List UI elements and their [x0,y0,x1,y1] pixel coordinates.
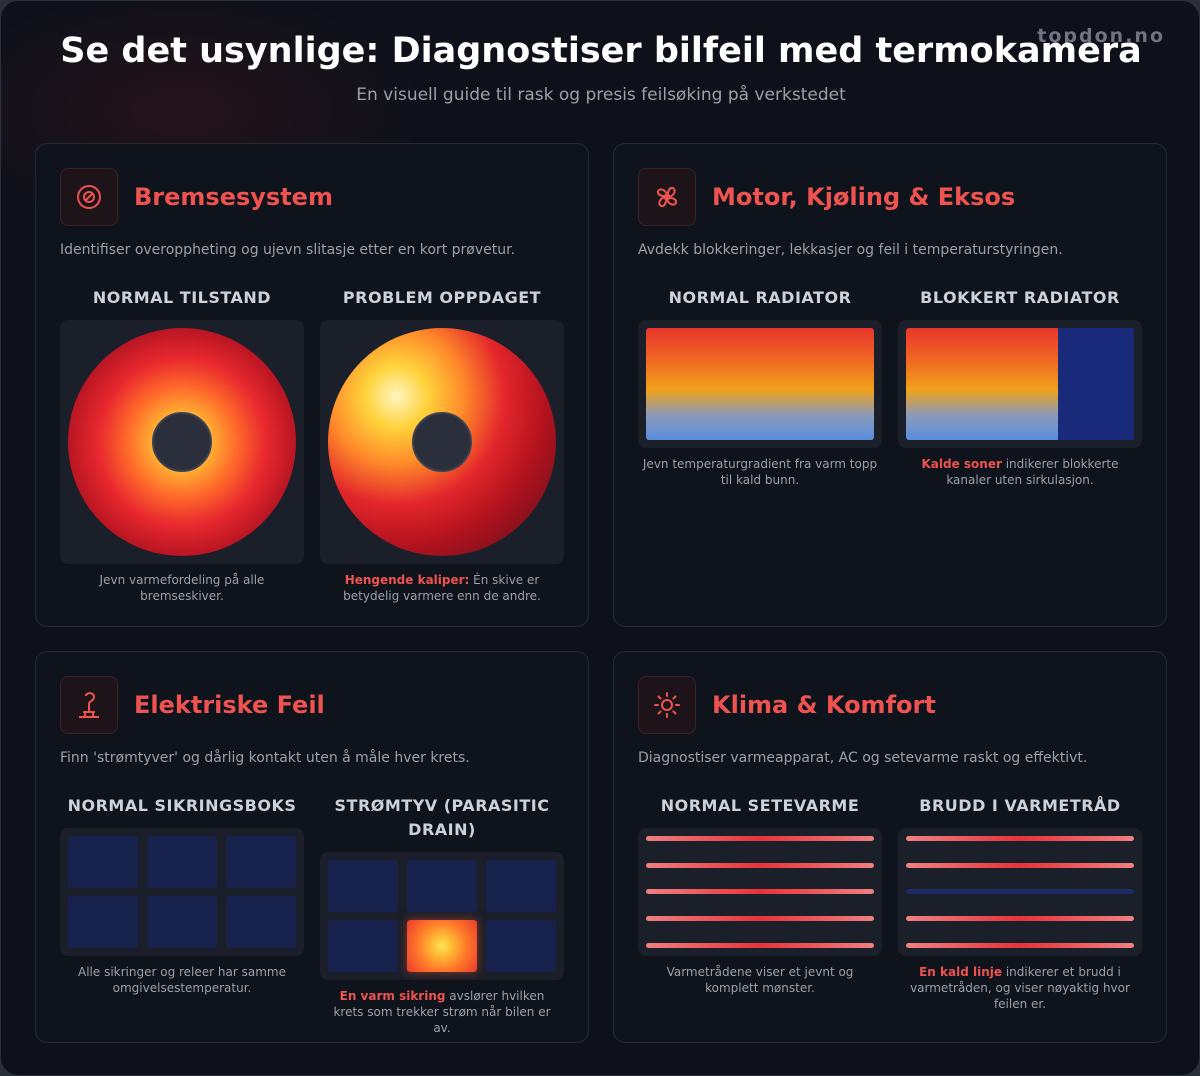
caption-normal: Jevn temperaturgradient fra varm topp ti… [642,457,878,487]
comparison-label: NORMAL TILSTAND [92,288,272,307]
caption-normal: Alle sikringer og releer har samme omgiv… [78,965,286,995]
fuse-box-normal [68,836,296,948]
fuse [226,896,296,948]
caption-normal: Jevn varmefordeling på alle bremseskiver… [99,573,265,603]
cold-heating-wire [906,889,1134,894]
comparison-label: STRØMTYV (PARASITIC DRAIN) [334,796,550,839]
heating-wire [646,943,874,948]
card-header: Elektriske Feil [60,676,325,734]
thermal-image-normal [638,828,882,956]
fuse [147,896,217,948]
fuse-box-problem [328,860,556,972]
caption-problem: Hengende kaliper: Én skive er betydelig … [343,573,541,603]
radiator-blocked [906,328,1134,440]
thermal-image-problem [320,320,564,564]
heating-wire [646,836,874,841]
comparison-normal: NORMAL SIKRINGSBOKS Alle sikringer og re… [60,794,304,996]
thermal-image-problem [898,828,1142,956]
comparison-label: NORMAL SETEVARME [660,796,860,815]
thermal-image-normal [60,320,304,564]
comparison-normal: NORMAL TILSTAND Jevn varmefordeling på a… [60,286,304,604]
card-climate: Klima & Komfort Diagnostiser varmeappara… [613,651,1167,1043]
comparison-normal: NORMAL RADIATOR Jevn temperaturgradient … [638,286,882,488]
fuse [226,836,296,888]
fuse [68,836,138,888]
brand-watermark[interactable]: topdon.no [1037,25,1165,47]
caption-problem: Kalde soner indikerer blokkerte kanaler … [921,457,1119,487]
seat-heating-normal [646,836,874,948]
radiator-fan-icon [638,168,696,226]
heating-wire [906,943,1134,948]
thermal-image-normal [638,320,882,448]
heating-wire [906,863,1134,868]
sun-icon [638,676,696,734]
heating-wire [646,916,874,921]
comparison-label: NORMAL SIKRINGSBOKS [67,796,297,815]
comparison-problem: BLOKKERT RADIATOR Kalde soner indikerer … [898,286,1142,488]
fuse [147,836,217,888]
comparison-problem: STRØMTYV (PARASITIC DRAIN) En varm sikri… [320,794,564,1036]
card-engine-cooling: Motor, Kjøling & Eksos Avdekk blokkering… [613,143,1167,627]
fuse [328,920,398,972]
cold-zone [1058,328,1134,440]
fuse [68,896,138,948]
comparison-label: NORMAL RADIATOR [668,288,852,307]
comparison-problem: BRUDD I VARMETRÅD En kald linje indikere… [898,794,1142,1012]
card-description: Avdekk blokkeringer, lekkasjer og feil i… [638,242,1063,258]
brake-disc-hot [328,328,556,556]
electrical-plug-icon [60,676,118,734]
card-header: Motor, Kjøling & Eksos [638,168,1015,226]
heating-wire [906,916,1134,921]
brake-disc-normal [68,328,296,556]
seat-heating-broken [906,836,1134,948]
heating-wire [646,863,874,868]
caption-normal: Varmetrådene viser et jevnt og komplett … [666,965,854,995]
card-description: Finn 'strømtyver' og dårlig kontakt uten… [60,750,470,766]
caption-problem: En kald linje indikerer et brudd i varme… [910,965,1130,1011]
fuse [328,860,398,912]
comparison-normal: NORMAL SETEVARME Varmetrådene viser et j… [638,794,882,996]
disc-hub [152,412,212,472]
comparison-problem: PROBLEM OPPDAGET Hengende kaliper: Én sk… [320,286,564,604]
brake-disc-icon [60,168,118,226]
heating-wire [906,836,1134,841]
card-title: Motor, Kjøling & Eksos [712,183,1016,211]
comparison-label: PROBLEM OPPDAGET [342,288,542,307]
fuse [407,860,477,912]
card-title: Bremsesystem [134,183,333,211]
page-subtitle: En visuell guide til rask og presis feil… [356,85,846,105]
comparison-label: BRUDD I VARMETRÅD [919,796,1121,815]
caption-problem: En varm sikring avslører hvilken krets s… [333,989,551,1035]
card-electrical: Elektriske Feil Finn 'strømtyver' og dår… [35,651,589,1043]
card-title: Klima & Komfort [712,691,936,719]
thermal-image-problem [898,320,1142,448]
comparison-label: BLOKKERT RADIATOR [920,288,1120,307]
heating-wire [646,889,874,894]
hot-fuse [407,920,477,972]
card-brakes: Bremsesystem Identifiser overoppheting o… [35,143,589,627]
thermal-image-problem [320,852,564,980]
radiator-normal [646,328,874,440]
disc-hub [412,412,472,472]
card-description: Identifiser overoppheting og ujevn slita… [60,242,516,258]
card-header: Bremsesystem [60,168,333,226]
thermal-image-normal [60,828,304,956]
fuse [486,920,556,972]
card-description: Diagnostiser varmeapparat, AC og setevar… [638,750,1088,766]
fuse [486,860,556,912]
page-title: Se det usynlige: Diagnostiser bilfeil me… [60,31,1142,71]
card-title: Elektriske Feil [134,691,325,719]
card-header: Klima & Komfort [638,676,936,734]
